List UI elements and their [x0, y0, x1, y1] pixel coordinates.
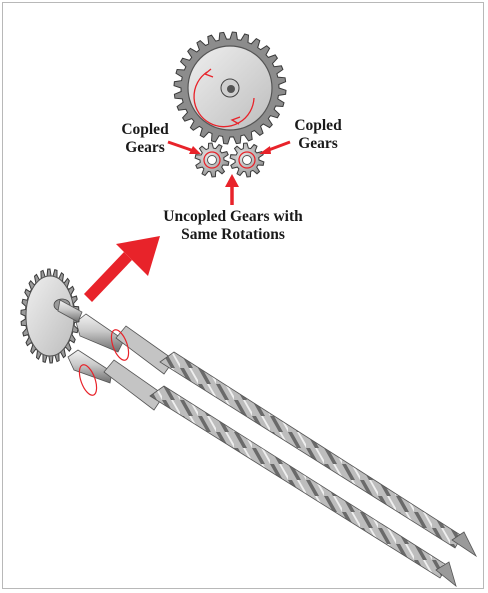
- right-label-line2: Gears: [298, 135, 338, 152]
- drive-gear-face: [25, 275, 83, 357]
- right-label-arrow: [259, 140, 291, 154]
- left-label-line2: Gears: [125, 139, 165, 156]
- screw-rotation-marks: [78, 329, 130, 396]
- left-label-arrow: [167, 140, 201, 154]
- bottom-label-line2: Same Rotations: [181, 226, 285, 243]
- right-label-line1: Copled: [294, 117, 342, 134]
- screw-upper: [75, 313, 478, 558]
- screw-lower: [67, 349, 457, 588]
- bottom-label-arrow: [225, 174, 239, 205]
- large-gear-rotation-arrow: [193, 68, 255, 128]
- bottom-label-line1: Uncopled Gears with: [163, 208, 303, 225]
- large-gear-face: [187, 45, 273, 131]
- left-label-line1: Copled: [121, 121, 169, 138]
- pointer-arrow: [84, 236, 160, 302]
- small-gear-rotation-marks: [203, 151, 256, 169]
